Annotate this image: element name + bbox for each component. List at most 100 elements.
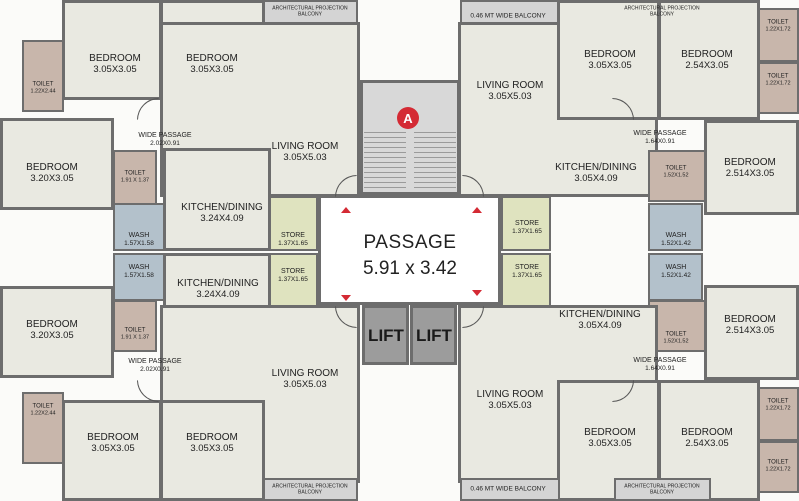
- arrow-up-icon: [472, 207, 482, 213]
- room-name: BEDROOM: [724, 313, 776, 325]
- label-br-balcony: ARCHITECTURAL PROJECTION BALCONY: [617, 483, 707, 496]
- room-tr-toilet2: [758, 62, 799, 114]
- room-dims: 1.57X1.58: [124, 240, 154, 248]
- room-tr-bed1: [557, 0, 660, 120]
- room-dims: 3.20X3.05: [30, 329, 74, 341]
- room-dims: 2.54X3.05: [685, 59, 729, 71]
- staircase: [364, 128, 406, 190]
- room-name: LIVING ROOM: [476, 388, 544, 400]
- room-br-bed: [704, 285, 799, 380]
- lift-label-left: LIFT: [368, 326, 404, 346]
- room-dims: 3.05X3.05: [588, 59, 632, 71]
- room-tl-bed1: [62, 0, 162, 100]
- room-name: LIVING ROOM: [271, 140, 339, 152]
- room-dims: 1.64X0.91: [645, 138, 675, 146]
- room-br-toilet1: [758, 387, 799, 441]
- room-dims: 2.02X0.91: [140, 366, 170, 374]
- lift-name: LIFT: [368, 326, 404, 346]
- room-dims: 1.52X1.42: [661, 272, 691, 280]
- room-dims: 3.05X4.09: [578, 319, 622, 331]
- room-dims: 3.05X3.05: [190, 442, 234, 454]
- label-tr-balcony: ARCHITECTURAL PROJECTION BALCONY: [617, 5, 707, 18]
- room-tl-balcony: [263, 0, 358, 24]
- label-br-widebalcony: 0.46 MT WIDE BALCONY: [470, 485, 545, 492]
- room-dims: 2.02X0.91: [150, 140, 180, 148]
- room-br-store: [501, 253, 551, 308]
- room-dims: 1.37X1.65: [278, 240, 308, 248]
- room-dims: 3.20X3.05: [30, 172, 74, 184]
- room-name: TOILET: [767, 459, 789, 466]
- room-br-widebalcony: [460, 478, 560, 501]
- room-dims: 1.22X2.44: [30, 88, 56, 95]
- room-name: TOILET: [32, 403, 54, 410]
- room-dims: 1.22X1.72: [765, 26, 791, 33]
- label-tl-balcony: ARCHITECTURAL PROJECTION BALCONY: [266, 5, 354, 18]
- room-name: BEDROOM: [584, 426, 636, 438]
- room-name: WIDE PASSAGE: [138, 132, 192, 140]
- room-r-bed: [704, 120, 799, 215]
- room-name: LIVING ROOM: [476, 79, 544, 91]
- room-dims: 1.91 X 1.37: [120, 177, 150, 184]
- stair-marker-a: A: [397, 107, 419, 129]
- room-l-kitchen: [163, 148, 271, 251]
- room-name: KITCHEN/DINING: [181, 201, 263, 213]
- label-bl-balcony: ARCHITECTURAL PROJECTION BALCONY: [266, 483, 354, 496]
- room-name: BEDROOM: [584, 48, 636, 60]
- central-passage: [318, 195, 501, 305]
- room-name: ARCHITECTURAL PROJECTION BALCONY: [624, 5, 700, 17]
- arrow-up-icon: [341, 207, 351, 213]
- room-dims: 3.05X4.09: [574, 172, 618, 184]
- room-dims: 1.37X1.65: [278, 276, 308, 284]
- room-dims: 1.22X1.72: [765, 80, 791, 87]
- room-dims: 3.24X4.09: [200, 212, 244, 224]
- staircase-2: [414, 128, 456, 190]
- room-name: TOILET: [124, 170, 146, 177]
- room-name: TOILET: [124, 327, 146, 334]
- room-dims: 1.91 X 1.37: [120, 334, 150, 341]
- room-name: BEDROOM: [26, 318, 78, 330]
- room-name: WIDE PASSAGE: [633, 357, 687, 365]
- room-name: WIDE PASSAGE: [633, 130, 687, 138]
- room-dims: 1.22X1.72: [765, 466, 791, 473]
- room-name: BEDROOM: [724, 156, 776, 168]
- room-name: TOILET: [32, 81, 54, 88]
- room-name: TOILET: [767, 73, 789, 80]
- room-bl-bed: [0, 286, 114, 378]
- lift-left: [362, 305, 409, 365]
- room-bl-wash: [113, 253, 165, 301]
- passage-dims: 5.91 x 3.42: [362, 258, 458, 279]
- door-swing: [137, 380, 159, 402]
- room-name: TOILET: [767, 398, 789, 405]
- room-tr-toilet1: [758, 8, 799, 62]
- room-name: STORE: [514, 220, 539, 228]
- room-dims: 1.52X1.52: [663, 338, 689, 345]
- room-bl-balcony: [263, 478, 358, 501]
- room-name: BEDROOM: [89, 52, 141, 64]
- room-r-store: [501, 196, 551, 251]
- room-dims: 3.24X4.09: [196, 288, 240, 300]
